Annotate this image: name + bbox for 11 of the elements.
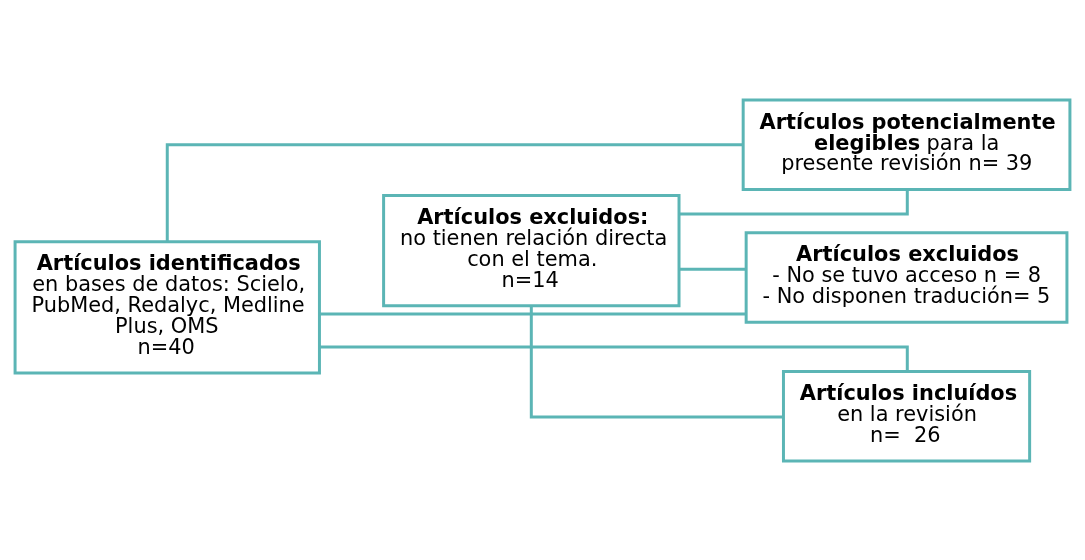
connector	[529, 305, 784, 418]
node-box: Artículos identificados en bases de datos: Scielo, PubMed, Redalyc, Medline Plus, OMS n=40	[13, 239, 321, 374]
node-box: Artículos potencialmente elegibles para la presente revisión n= 39	[741, 98, 1072, 191]
connector	[319, 344, 909, 371]
node-box: Artículos excluidos: no tienen relación directa con el tema. n=14	[382, 193, 681, 307]
connector	[679, 189, 909, 216]
node-box: Artículos excluidos - No se tuvo acceso n = 8 - No disponen tradución= 5	[744, 230, 1069, 324]
node-box: Artículos incluídos en la revisión n= 26	[781, 369, 1032, 462]
connector	[679, 267, 746, 271]
connector	[319, 312, 747, 316]
connector	[165, 142, 743, 242]
